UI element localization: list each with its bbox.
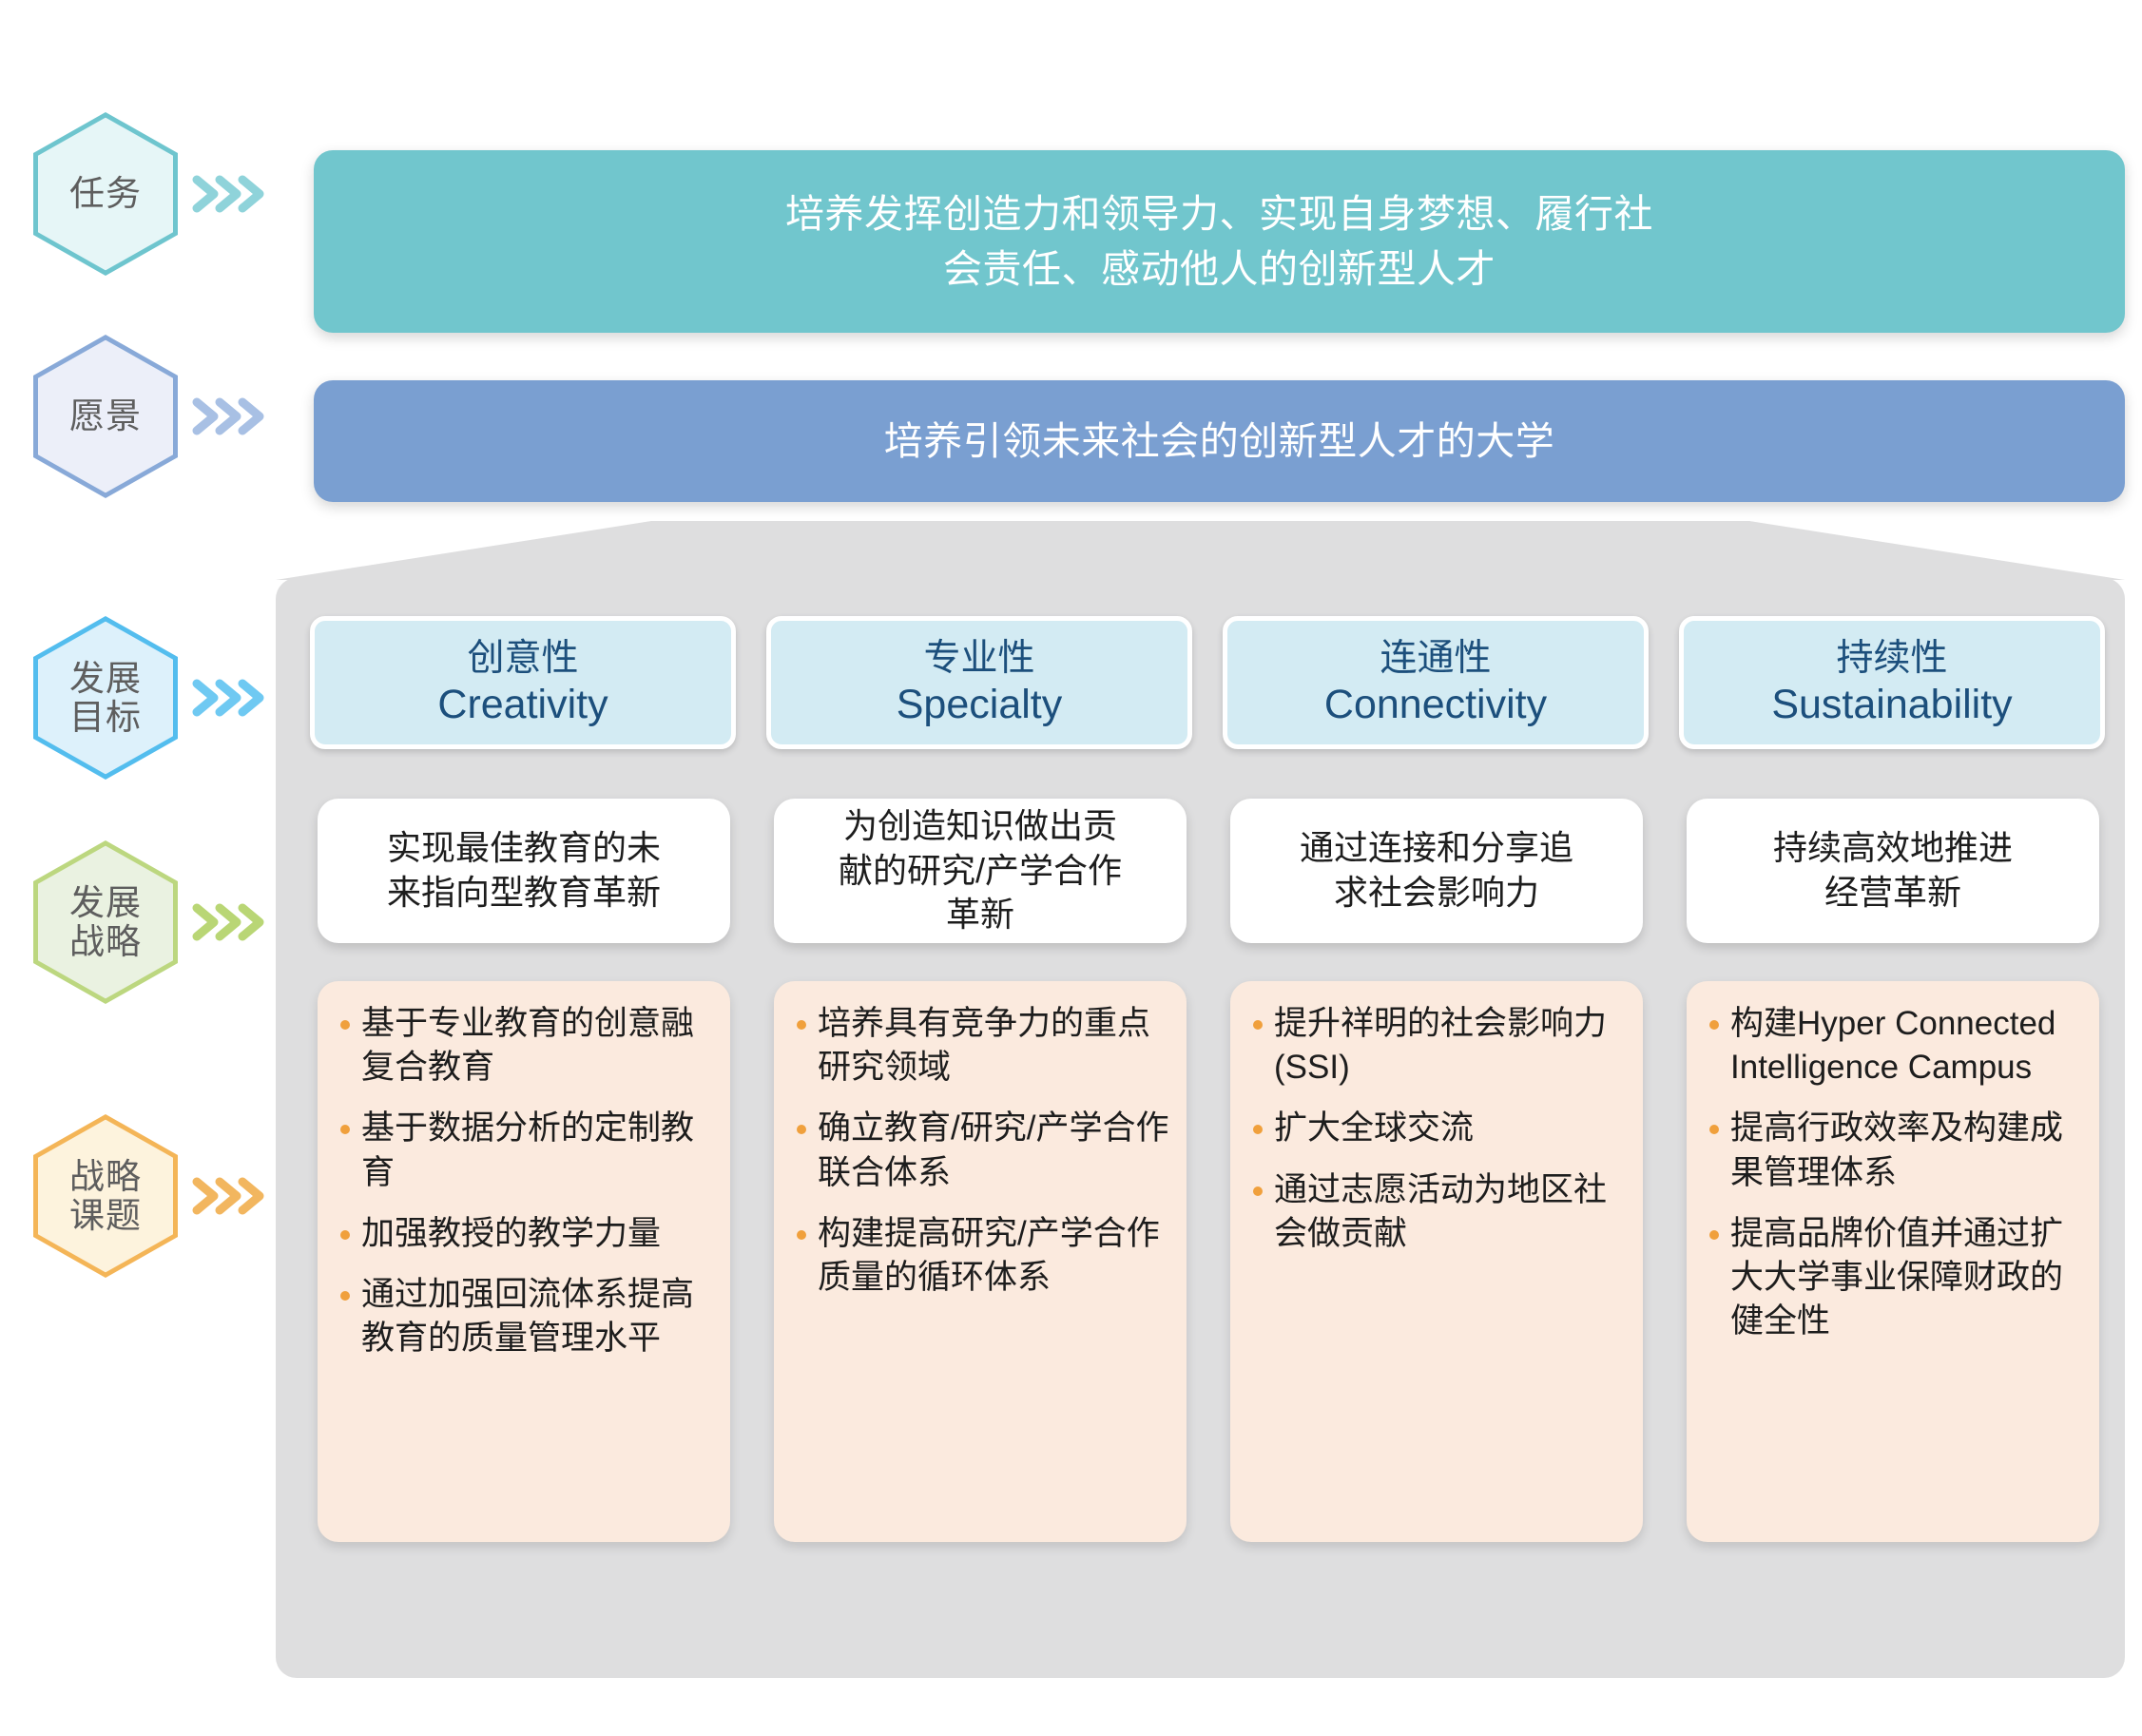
hexagon-label: 战略课题: [69, 1156, 142, 1235]
hexagon-label: 愿景: [69, 396, 142, 436]
list-item: 培养具有竞争力的重点研究领域: [787, 1002, 1171, 1090]
strategy-card-connectivity[interactable]: 通过连接和分享追求社会影响力: [1230, 799, 1643, 943]
list-item: 构建提高研究/产学合作质量的循环体系: [787, 1212, 1171, 1300]
goal-label-en: Specialty: [896, 681, 1063, 727]
hexagon-label: 发展战略: [69, 882, 142, 961]
chevron-right-icon: [191, 395, 265, 438]
tasks-card-specialty: 培养具有竞争力的重点研究领域 确立教育/研究/产学合作联合体系 构建提高研究/产…: [774, 981, 1187, 1542]
goal-label-cn: 持续性: [1836, 637, 1948, 679]
mission-line-1: 培养发挥创造力和领导力、实现自身梦想、履行社: [785, 191, 1653, 236]
goals-panel: 创意性 Creativity 实现最佳教育的未来指向型教育革新 基于专业教育的创…: [276, 578, 2125, 1678]
hexagon-strategy: 发展战略: [33, 840, 178, 1004]
mission-line-2: 会责任、感动他人的创新型人才: [943, 247, 1496, 291]
mission-banner: 培养发挥创造力和领导力、实现自身梦想、履行社 会责任、感动他人的创新型人才: [314, 150, 2125, 333]
funnel-connector: [276, 521, 2125, 580]
hexagon-vision: 愿景: [33, 335, 178, 498]
list-item: 提升祥明的社会影响力(SSI): [1244, 1002, 1628, 1090]
list-item: 通过加强回流体系提高教育的质量管理水平: [331, 1273, 715, 1360]
goal-card-creativity[interactable]: 创意性 Creativity: [310, 616, 736, 749]
chevron-right-icon: [191, 900, 265, 944]
strategy-card-sustainability[interactable]: 持续高效地推进经营革新: [1687, 799, 2099, 943]
rail-item-vision: 愿景: [33, 335, 265, 498]
vision-line-1: 培养引领未来社会的创新型人才的大学: [883, 418, 1555, 463]
goal-label-cn: 创意性: [467, 637, 579, 679]
hexagon-label: 发展目标: [69, 658, 142, 737]
tasks-list: 提升祥明的社会影响力(SSI) 扩大全球交流 通过志愿活动为地区社会做贡献: [1244, 1002, 1628, 1256]
list-item: 确立教育/研究/产学合作联合体系: [787, 1107, 1171, 1194]
list-item: 提高品牌价值并通过扩大大学事业保障财政的健全性: [1700, 1212, 2084, 1344]
rail-item-mission: 任务: [33, 112, 265, 276]
list-item: 基于数据分析的定制教育: [331, 1107, 715, 1194]
hexagon-goal: 发展目标: [33, 616, 178, 780]
rail-item-task: 战略课题: [33, 1114, 265, 1278]
tasks-card-creativity: 基于专业教育的创意融复合教育 基于数据分析的定制教育 加强教授的教学力量 通过加…: [318, 981, 730, 1542]
strategy-text: 持续高效地推进经营革新: [1772, 828, 2013, 912]
goal-label-en: Sustainability: [1771, 681, 2013, 727]
goal-label-en: Connectivity: [1323, 681, 1548, 727]
goal-label-cn: 专业性: [923, 637, 1035, 679]
chevron-right-icon: [191, 172, 265, 216]
goal-card-connectivity[interactable]: 连通性 Connectivity: [1223, 616, 1649, 749]
list-item: 基于专业教育的创意融复合教育: [331, 1002, 715, 1090]
goal-card-specialty[interactable]: 专业性 Specialty: [766, 616, 1192, 749]
list-item: 扩大全球交流: [1244, 1107, 1628, 1150]
hexagon-task: 战略课题: [33, 1114, 178, 1278]
rail-item-strategy: 发展战略: [33, 840, 265, 1004]
tasks-card-connectivity: 提升祥明的社会影响力(SSI) 扩大全球交流 通过志愿活动为地区社会做贡献: [1230, 981, 1643, 1542]
list-item: 加强教授的教学力量: [331, 1212, 715, 1256]
strategy-card-specialty[interactable]: 为创造知识做出贡献的研究/产学合作革新: [774, 799, 1187, 943]
strategy-card-creativity[interactable]: 实现最佳教育的未来指向型教育革新: [318, 799, 730, 943]
vision-text: 培养引领未来社会的创新型人才的大学: [884, 414, 1555, 469]
strategy-text: 实现最佳教育的未来指向型教育革新: [386, 828, 661, 912]
tasks-list: 构建Hyper Connected Intelligence Campus 提高…: [1700, 1002, 2084, 1343]
strategy-text: 通过连接和分享追求社会影响力: [1299, 828, 1573, 912]
hexagon-mission: 任务: [33, 112, 178, 276]
mission-text: 培养发挥创造力和领导力、实现自身梦想、履行社 会责任、感动他人的创新型人才: [785, 186, 1653, 297]
list-item: 构建Hyper Connected Intelligence Campus: [1700, 1002, 2084, 1090]
goal-label-cn: 连通性: [1380, 637, 1492, 679]
chevron-right-icon: [191, 676, 265, 720]
chevron-right-icon: [191, 1174, 265, 1218]
tasks-card-sustainability: 构建Hyper Connected Intelligence Campus 提高…: [1687, 981, 2099, 1542]
rail-item-goal: 发展目标: [33, 616, 265, 780]
goal-card-sustainability[interactable]: 持续性 Sustainability: [1679, 616, 2105, 749]
strategy-text: 为创造知识做出贡献的研究/产学合作革新: [838, 805, 1122, 935]
tasks-list: 基于专业教育的创意融复合教育 基于数据分析的定制教育 加强教授的教学力量 通过加…: [331, 1002, 715, 1360]
vision-banner: 培养引领未来社会的创新型人才的大学: [314, 380, 2125, 502]
list-item: 提高行政效率及构建成果管理体系: [1700, 1107, 2084, 1194]
goal-label-en: Creativity: [437, 681, 608, 727]
hexagon-label: 任务: [69, 174, 142, 214]
tasks-list: 培养具有竞争力的重点研究领域 确立教育/研究/产学合作联合体系 构建提高研究/产…: [787, 1002, 1171, 1300]
list-item: 通过志愿活动为地区社会做贡献: [1244, 1168, 1628, 1256]
